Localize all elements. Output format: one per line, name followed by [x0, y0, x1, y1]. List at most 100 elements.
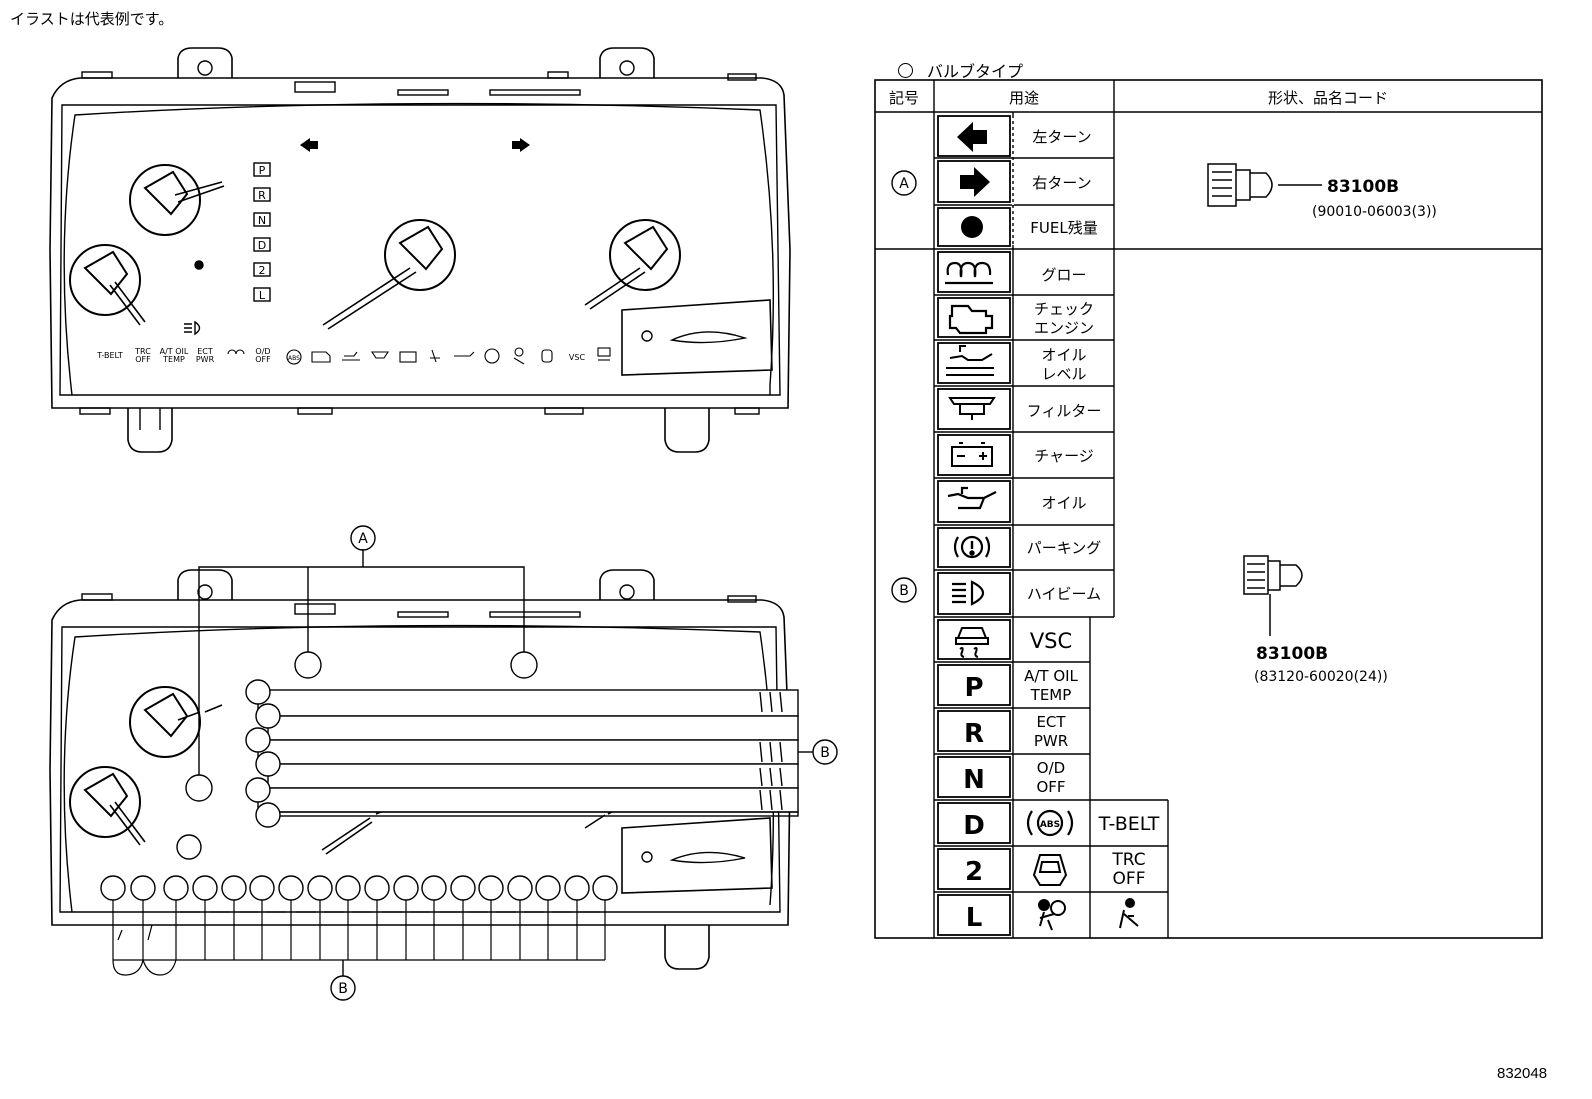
label-trc: TRC	[1111, 850, 1145, 870]
svg-text:ECT: ECT	[197, 347, 213, 356]
top-shift-2: 2	[259, 264, 266, 277]
table-shift-2: 2	[965, 857, 983, 887]
vsc-icon	[955, 627, 989, 658]
usage-vsc: VSC	[1030, 629, 1072, 653]
b-bulb-strips	[257, 689, 799, 817]
usage-left-turn: 左ターン	[1032, 128, 1091, 146]
top-shift-d: D	[258, 239, 266, 252]
bulb-a-drawing	[1207, 163, 1322, 207]
usage-fuel: FUEL残量	[1030, 219, 1097, 237]
label-t-belt: T-BELT	[1098, 813, 1160, 835]
top-left-arrow-icon	[300, 138, 318, 152]
header-symbol: 記号	[889, 89, 919, 107]
label-trc-off: OFF	[1113, 869, 1146, 889]
fuel-dot-icon	[961, 216, 983, 238]
usage-level: レベル	[1041, 365, 1086, 383]
seatbelt-icon	[1119, 898, 1139, 929]
top-shift-p: P	[259, 164, 266, 177]
usage-charge: チャージ	[1034, 447, 1094, 465]
high-beam-icon	[952, 580, 985, 606]
svg-text:OFF: OFF	[135, 355, 151, 364]
bulb-table: 記号 用途 形状、品名コード A B 左ターン 右ターン FUEL残量	[874, 79, 1543, 939]
callout-b-right-circle	[812, 739, 838, 765]
bulb-section-title: バルブタイプ	[898, 58, 1023, 82]
label-ect: ECT	[1036, 713, 1066, 731]
svg-text:T-BELT: T-BELT	[96, 351, 123, 360]
filter-icon	[948, 397, 996, 420]
top-fuel-dot-icon	[194, 260, 204, 270]
usage-parking: パーキング	[1027, 539, 1102, 557]
usage-filter: フィルター	[1027, 402, 1102, 420]
a-bulb-circles	[185, 651, 538, 802]
group-b-icons	[945, 261, 1139, 931]
check-engine-icon	[948, 304, 994, 335]
part-number-a: (90010-06003(3))	[1312, 204, 1437, 220]
oil-level-icon	[946, 345, 994, 376]
abs-icon	[1026, 809, 1074, 837]
label-temp: TEMP	[1030, 686, 1072, 704]
usage-engine: エンジン	[1034, 319, 1094, 337]
top-warning-label-row: T-BELT TRC OFF A/T OIL TEMP ECT PWR O/D …	[96, 347, 585, 364]
top-shift-l: L	[259, 289, 266, 302]
header-shape: 形状、品名コード	[1268, 89, 1388, 107]
group-b-symbol: B	[899, 583, 909, 599]
part-code-b: 83100B	[1256, 644, 1328, 664]
callout-b-right-label: B	[820, 745, 830, 761]
callout-b-bottom-label: B	[338, 981, 348, 997]
b-bulb-circles	[176, 679, 281, 860]
top-warning-icons	[227, 347, 611, 365]
parking-brake-icon	[953, 535, 991, 559]
top-shift-r: R	[258, 189, 266, 202]
door-icon	[1032, 854, 1068, 886]
svg-text:ABS: ABS	[288, 355, 300, 362]
label-at-oil: A/T OIL	[1024, 667, 1078, 685]
airbag-icon	[1038, 899, 1066, 931]
battery-icon	[951, 442, 993, 467]
right-arrow-icon	[960, 167, 990, 197]
table-shift-l: L	[966, 903, 983, 933]
svg-text:TEMP: TEMP	[162, 355, 185, 364]
figure-number: 832048	[1497, 1065, 1548, 1082]
svg-text:O/D: O/D	[255, 347, 270, 356]
usage-high-beam: ハイビーム	[1027, 585, 1101, 603]
bulb-b-drawing	[1243, 555, 1303, 636]
usage-check: チェック	[1034, 300, 1094, 318]
label-od: O/D	[1037, 759, 1065, 777]
group-a-symbol: A	[899, 176, 909, 192]
part-code-a: 83100B	[1327, 177, 1399, 197]
glow-plug-icon	[945, 261, 993, 285]
bulb-section-title-text: バルブタイプ	[927, 62, 1024, 81]
top-high-beam-icon	[184, 320, 201, 336]
usage-glow: グロー	[1041, 266, 1086, 284]
svg-text:VSC: VSC	[569, 353, 586, 362]
svg-text:TRC: TRC	[134, 347, 151, 356]
top-shift-n: N	[258, 214, 266, 227]
table-shift-p: P	[964, 673, 983, 703]
top-right-arrow-icon	[512, 138, 530, 152]
callout-a-leader	[198, 549, 525, 775]
illustration-note: イラストは代表例です。	[10, 10, 174, 28]
left-arrow-icon	[957, 122, 987, 152]
cluster-top: P R N D 2 L T-BELT TRC OFF A/T OIL TEMP …	[49, 47, 791, 453]
callout-a-circle	[350, 525, 376, 551]
circle-bullet-icon	[898, 62, 913, 78]
callout-b-bottom-circle	[330, 975, 356, 1001]
bottom-row-leads	[112, 900, 606, 976]
svg-text:A/T OIL: A/T OIL	[160, 347, 189, 356]
bottom-row-bulbs	[100, 875, 618, 901]
callout-a-label: A	[358, 531, 368, 547]
table-shift-d: D	[963, 811, 985, 841]
label-off: OFF	[1036, 778, 1065, 796]
cluster-bottom: A B B	[49, 525, 838, 1001]
table-shift-n: N	[963, 765, 985, 795]
usage-oil-2: オイル	[1041, 494, 1086, 512]
part-number-b: (83120-60020(24))	[1254, 669, 1388, 685]
svg-text:OFF: OFF	[255, 355, 271, 364]
header-usage: 用途	[1009, 89, 1039, 107]
label-pwr: PWR	[1034, 732, 1068, 750]
usage-right-turn: 右ターン	[1032, 174, 1091, 192]
usage-oil-1: オイル	[1041, 346, 1086, 364]
svg-text:PWR: PWR	[196, 355, 215, 364]
abs-label: ABS	[1040, 820, 1060, 830]
